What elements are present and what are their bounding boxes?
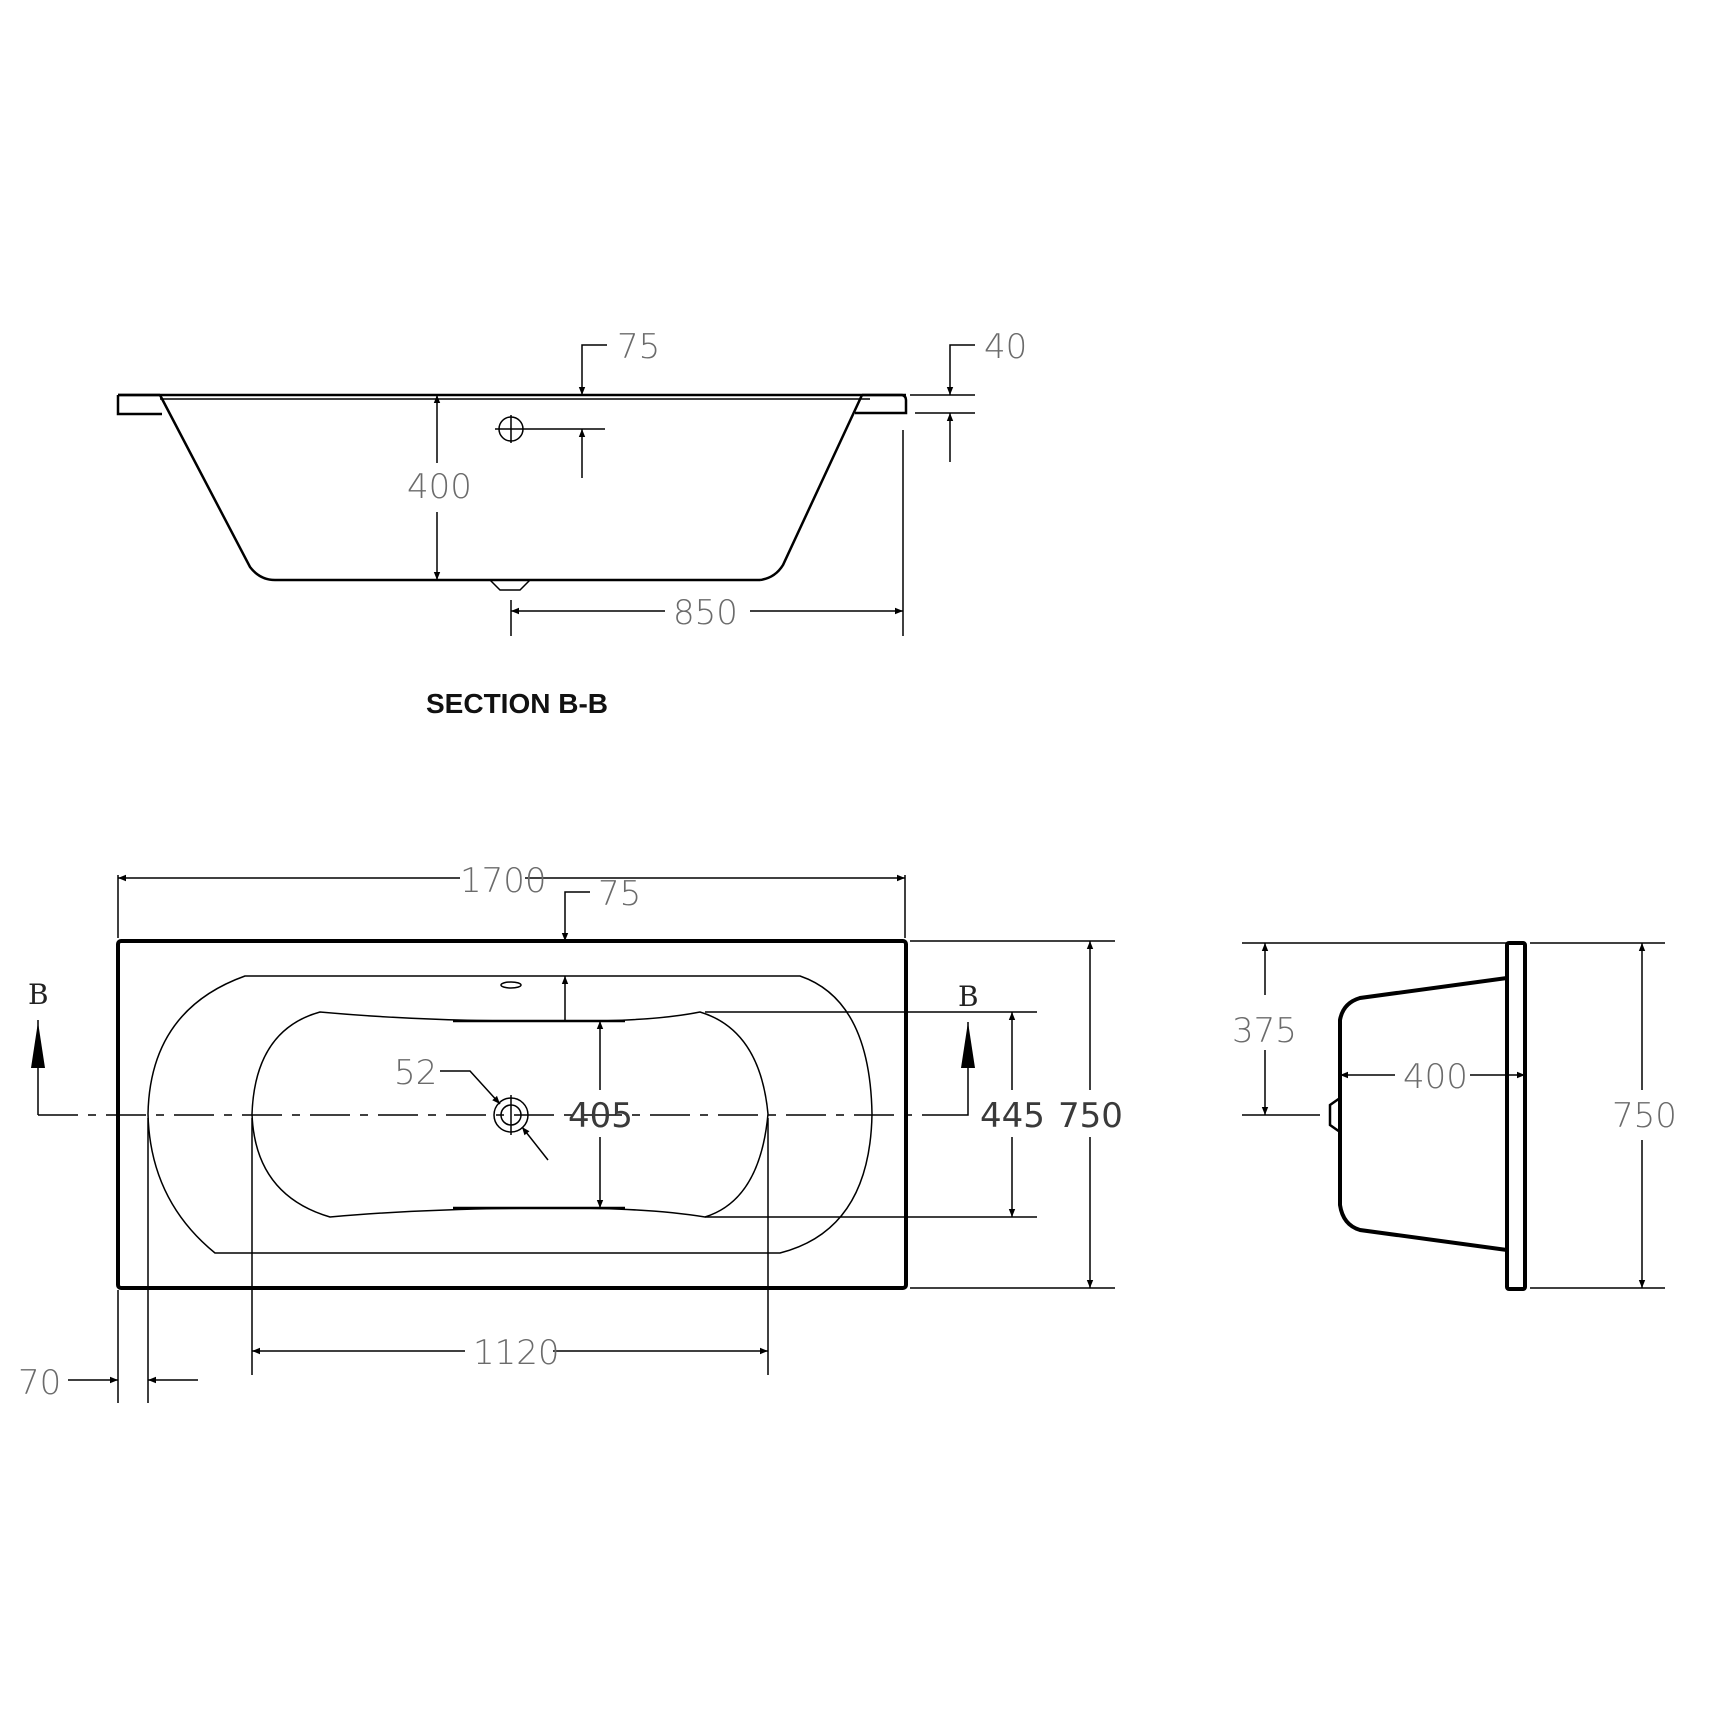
dim-rim-offset: 70 [18, 1363, 61, 1403]
section-title: SECTION B-B [426, 688, 608, 719]
end-rim [1505, 941, 1527, 1291]
dim-inner-width: 405 [568, 1096, 633, 1136]
dim-section-overflow: 75 [617, 327, 660, 367]
dim-end-depth: 400 [1403, 1057, 1468, 1097]
dim-overall-length: 1700 [460, 861, 547, 901]
section-right-wall [759, 394, 864, 582]
plan-view: B B 1700 75 52 405 445 750 [18, 861, 1123, 1403]
end-view: 375 400 750 [1232, 941, 1677, 1291]
dim-rim-thickness: 40 [984, 327, 1027, 367]
dim-section-depth: 400 [407, 467, 472, 507]
dim-end-half-width: 375 [1232, 1011, 1297, 1051]
dim-end-overall-width: 750 [1612, 1096, 1677, 1136]
section-rim-right [855, 393, 908, 415]
end-waste-nub [1328, 1096, 1341, 1134]
dim-inner-length: 1120 [473, 1333, 560, 1373]
dim-plan-overflow: 75 [598, 874, 641, 914]
section-b-b-view: 75 40 400 850 SECTION B-B [116, 327, 1027, 719]
dim-bowl-width: 445 [980, 1096, 1045, 1136]
section-marker-right: B [958, 980, 979, 1013]
section-marker-left: B [28, 978, 49, 1011]
end-body [1338, 976, 1508, 1252]
section-left-wall [158, 394, 455, 582]
dim-waste-diameter: 52 [394, 1053, 437, 1093]
waste-outlet [489, 579, 531, 591]
dim-overall-width: 750 [1058, 1096, 1123, 1136]
tub-outer-bowl [147, 975, 873, 1254]
overflow-slot-icon [500, 981, 522, 989]
section-rim-left [116, 393, 162, 416]
dim-waste-to-end: 850 [673, 593, 738, 633]
